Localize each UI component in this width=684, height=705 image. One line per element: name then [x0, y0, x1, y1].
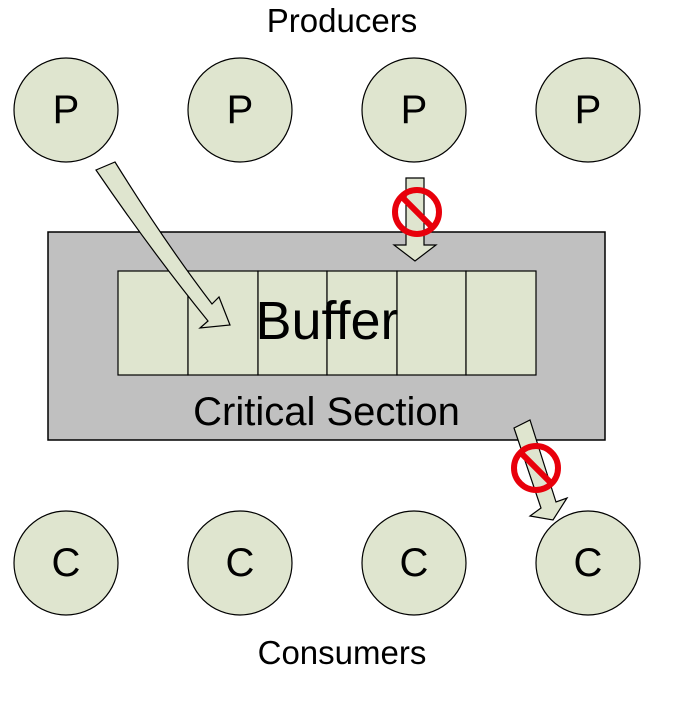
consumer-letter: C [51, 541, 81, 585]
buffer-slot [465, 270, 537, 376]
consumer-node [13, 510, 119, 616]
buffer-label: Buffer [255, 291, 399, 351]
consumer-letter: C [573, 541, 603, 585]
consumer-node [535, 510, 641, 616]
producer-letter: P [52, 88, 80, 132]
buffer-slot [117, 270, 189, 376]
producer-letter: P [574, 88, 602, 132]
critical-section-label: Critical Section [193, 390, 460, 434]
no-entry-icon [511, 443, 561, 493]
producer-letter: P [226, 88, 254, 132]
no-entry-icon [392, 187, 442, 237]
producer-node [361, 57, 467, 163]
consumer-letter: C [399, 541, 429, 585]
buffer-slot [396, 270, 467, 376]
consumer-node [361, 510, 467, 616]
consumer-node [187, 510, 293, 616]
producer-node [13, 57, 119, 163]
buffer-slot [257, 270, 328, 376]
producers-label: Producers [266, 2, 418, 39]
producer-letter: P [400, 88, 428, 132]
producer-node [187, 57, 293, 163]
buffer [117, 270, 537, 376]
consumers-label: Consumers [257, 634, 427, 671]
allowed-arrow [95, 161, 231, 329]
consumer-letter: C [225, 541, 255, 585]
producer-node [535, 57, 641, 163]
buffer-slot [326, 270, 398, 376]
